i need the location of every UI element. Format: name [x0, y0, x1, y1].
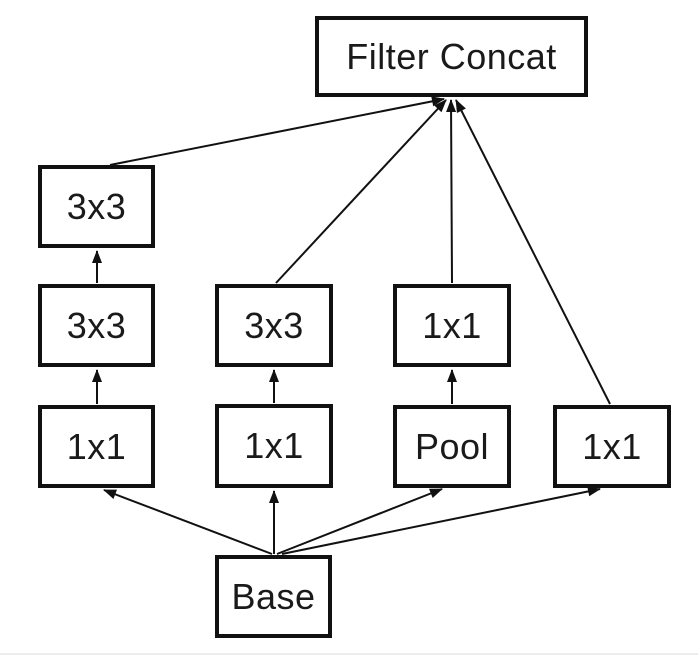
bottom-edge-artifact	[0, 653, 698, 655]
node-branch2-1x1: 1x1	[215, 404, 333, 488]
edge-branch3-1x1-to-filter-concat	[446, 99, 457, 284]
edge-branch4-1x1-to-filter-concat	[455, 99, 611, 405]
node-branch1-3x3: 3x3	[38, 284, 155, 367]
node-base: Base	[215, 555, 332, 638]
node-branch2-3x3: 3x3	[215, 284, 333, 367]
node-filter-concat: Filter Concat	[315, 16, 588, 97]
edge-base-to-branch4-1x1	[281, 486, 601, 555]
edge-branch1-3x3-top-to-filter-concat	[109, 96, 445, 166]
node-branch1-3x3-top: 3x3	[38, 165, 155, 248]
node-branch4-1x1: 1x1	[553, 405, 671, 488]
edge-base-to-branch3-pool	[276, 488, 443, 555]
edge-branch2-3x3-to-filter-concat	[275, 99, 447, 284]
node-branch3-1x1: 1x1	[393, 284, 511, 367]
node-branch1-1x1: 1x1	[38, 405, 155, 488]
node-branch3-pool: Pool	[393, 405, 511, 488]
edge-base-to-branch1-1x1	[103, 489, 273, 555]
